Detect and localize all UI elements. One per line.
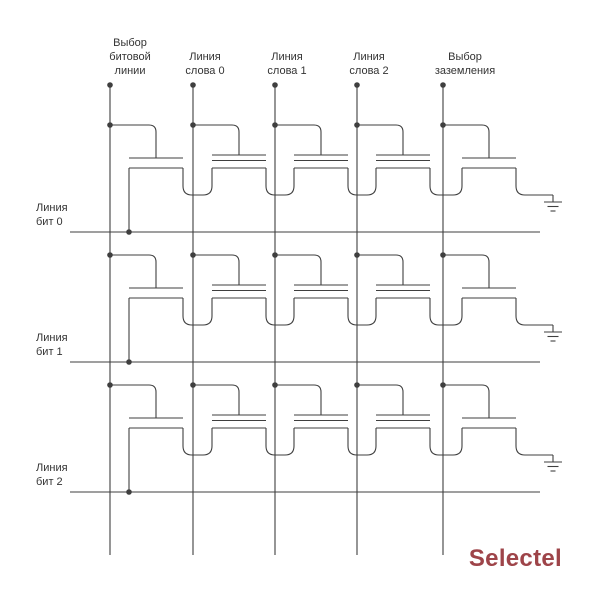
gate-tap xyxy=(110,254,157,288)
column-label-bit-line-select: Выбор битовой линии xyxy=(109,37,151,77)
gate-tap xyxy=(110,384,157,418)
column-label-ground-select: Выбор заземления xyxy=(434,51,496,77)
column-label-word-line-0: Линия слова 0 xyxy=(185,51,225,77)
gate-tap xyxy=(357,124,404,155)
junction-dot xyxy=(190,82,196,88)
column-label-word-line-2: Линия слова 2 xyxy=(349,51,389,77)
series-link xyxy=(429,298,463,326)
junction-dot xyxy=(126,359,132,365)
gate-tap xyxy=(193,124,240,155)
series-link xyxy=(265,298,295,326)
gate-tap xyxy=(357,254,404,285)
gate-tap xyxy=(193,384,240,415)
gate-tap xyxy=(193,254,240,285)
series-link xyxy=(265,428,295,456)
junction-dot xyxy=(354,82,360,88)
gate-tap xyxy=(357,384,404,415)
gate-tap xyxy=(275,384,322,415)
link-to-ground xyxy=(515,168,553,196)
series-link xyxy=(347,428,377,456)
series-link xyxy=(182,168,213,196)
gate-tap xyxy=(275,124,322,155)
row-label-bit-line-0: Линия бит 0 xyxy=(36,202,68,228)
junction-dot xyxy=(126,489,132,495)
gate-tap xyxy=(443,254,490,288)
series-link xyxy=(182,298,213,326)
row-label-bit-line-1: Линия бит 1 xyxy=(36,332,68,358)
junction-dot xyxy=(272,82,278,88)
gate-tap xyxy=(443,124,490,158)
gate-tap xyxy=(110,124,157,158)
series-link xyxy=(347,298,377,326)
series-link xyxy=(429,428,463,456)
gate-tap xyxy=(443,384,490,418)
series-link xyxy=(182,428,213,456)
gate-tap xyxy=(275,254,322,285)
series-link xyxy=(347,168,377,196)
series-link xyxy=(429,168,463,196)
row-label-bit-line-2: Линия бит 2 xyxy=(36,462,68,488)
selectel-logo: Selectel xyxy=(468,545,562,572)
junction-dot xyxy=(107,82,113,88)
series-link xyxy=(265,168,295,196)
junction-dot xyxy=(126,229,132,235)
link-to-ground xyxy=(515,298,553,326)
column-label-word-line-1: Линия слова 1 xyxy=(267,51,307,77)
junction-dot xyxy=(440,82,446,88)
link-to-ground xyxy=(515,428,553,456)
